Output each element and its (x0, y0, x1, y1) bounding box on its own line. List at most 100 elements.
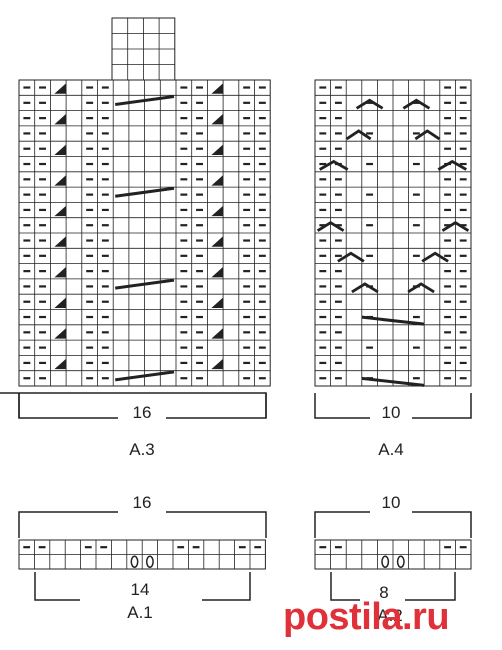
purl-symbol (86, 86, 94, 89)
purl-symbol (319, 162, 327, 166)
purl-symbol (180, 315, 188, 319)
purl-symbol (459, 208, 467, 212)
purl-symbol (319, 377, 327, 380)
cable-symbol (355, 98, 384, 110)
purl-symbol (444, 546, 452, 549)
purl-symbol (23, 224, 31, 227)
purl-symbol (39, 315, 47, 319)
purl-symbol (86, 117, 94, 120)
purl-symbol (196, 346, 204, 349)
purl-symbol (23, 147, 31, 150)
purl-symbol (334, 193, 342, 196)
a1-chart-name: A.1 (127, 603, 153, 622)
purl-symbol (196, 193, 204, 196)
increase-symbol (54, 266, 67, 278)
purl-symbol (39, 147, 47, 150)
purl-symbol (366, 224, 374, 227)
purl-symbol (86, 239, 94, 242)
purl-symbol (180, 361, 188, 365)
purl-symbol (412, 162, 420, 166)
purl-symbol (23, 208, 31, 212)
purl-symbol (86, 208, 94, 212)
purl-symbol (86, 300, 94, 303)
purl-symbol (243, 300, 251, 303)
purl-symbol (101, 331, 109, 334)
width-bracket (18, 511, 267, 538)
purl-symbol (180, 117, 188, 120)
purl-symbol (196, 285, 204, 288)
purl-symbol (196, 224, 204, 227)
purl-symbol (23, 101, 31, 104)
purl-symbol (101, 315, 109, 319)
cable-symbol (361, 376, 425, 387)
purl-symbol (258, 162, 266, 166)
purl-symbol (459, 270, 467, 273)
purl-symbol (39, 193, 47, 196)
purl-symbol (23, 377, 31, 380)
purl-symbol (196, 132, 204, 135)
purl-symbol (23, 361, 31, 365)
purl-symbol (258, 86, 266, 89)
purl-symbol (459, 300, 467, 303)
purl-symbol (319, 132, 327, 135)
purl-symbol (39, 285, 47, 288)
cable-symbol (437, 159, 467, 171)
purl-symbol (319, 208, 327, 212)
purl-symbol (196, 315, 204, 319)
purl-symbol (459, 331, 467, 334)
purl-symbol (86, 331, 94, 334)
purl-symbol (258, 254, 266, 257)
purl-symbol (243, 285, 251, 288)
cable-symbol (414, 129, 441, 141)
purl-symbol (444, 86, 452, 89)
purl-symbol (319, 224, 327, 227)
increase-symbol (211, 175, 224, 186)
purl-symbol (23, 239, 31, 242)
cable-symbol (319, 159, 349, 171)
increase-symbol (54, 358, 67, 370)
purl-symbol (196, 239, 204, 242)
purl-symbol (258, 346, 266, 349)
purl-symbol (334, 346, 342, 349)
purl-symbol (196, 86, 204, 89)
purl-symbol (258, 361, 266, 365)
purl-symbol (412, 346, 420, 349)
purl-symbol (319, 86, 327, 89)
increase-symbol (54, 113, 67, 125)
purl-symbol (334, 377, 342, 380)
cable-symbol (402, 98, 431, 110)
purl-symbol (39, 300, 47, 303)
a2-top-label: 10 (381, 493, 401, 512)
purl-symbol (23, 193, 31, 196)
purl-symbol (196, 147, 204, 150)
purl-symbol (39, 361, 47, 365)
purl-symbol (39, 331, 47, 334)
purl-symbol (459, 377, 467, 380)
purl-symbol (86, 101, 94, 104)
width-bracket (18, 393, 267, 419)
purl-symbol (319, 101, 327, 104)
purl-symbol (101, 101, 109, 104)
purl-symbol (101, 86, 109, 89)
purl-symbol (334, 86, 342, 89)
purl-symbol (334, 178, 342, 181)
watermark-logo: postila.ru (283, 596, 450, 638)
purl-symbol (23, 300, 31, 303)
purl-symbol (366, 162, 374, 166)
purl-symbol (366, 254, 374, 257)
purl-symbol (319, 270, 327, 273)
purl-symbol (39, 239, 47, 242)
purl-symbol (23, 117, 31, 120)
purl-symbol (180, 239, 188, 242)
purl-symbol (86, 178, 94, 181)
purl-symbol (23, 270, 31, 273)
purl-symbol (319, 315, 327, 319)
purl-symbol (444, 117, 452, 120)
purl-symbol (101, 147, 109, 150)
purl-symbol (39, 346, 47, 349)
cable-symbol (407, 282, 435, 294)
purl-symbol (459, 361, 467, 365)
cable-symbol (421, 251, 449, 263)
purl-symbol (86, 132, 94, 135)
purl-symbol (459, 239, 467, 242)
